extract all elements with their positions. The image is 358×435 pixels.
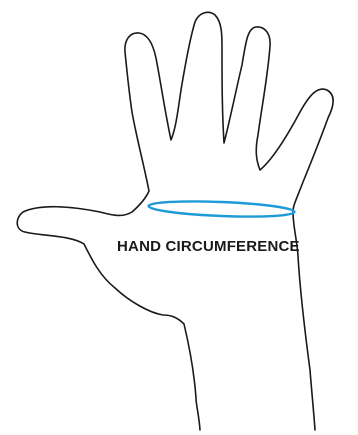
hand-outline — [17, 12, 333, 430]
hand-circumference-label: HAND CIRCUMFERENCE — [117, 238, 300, 256]
